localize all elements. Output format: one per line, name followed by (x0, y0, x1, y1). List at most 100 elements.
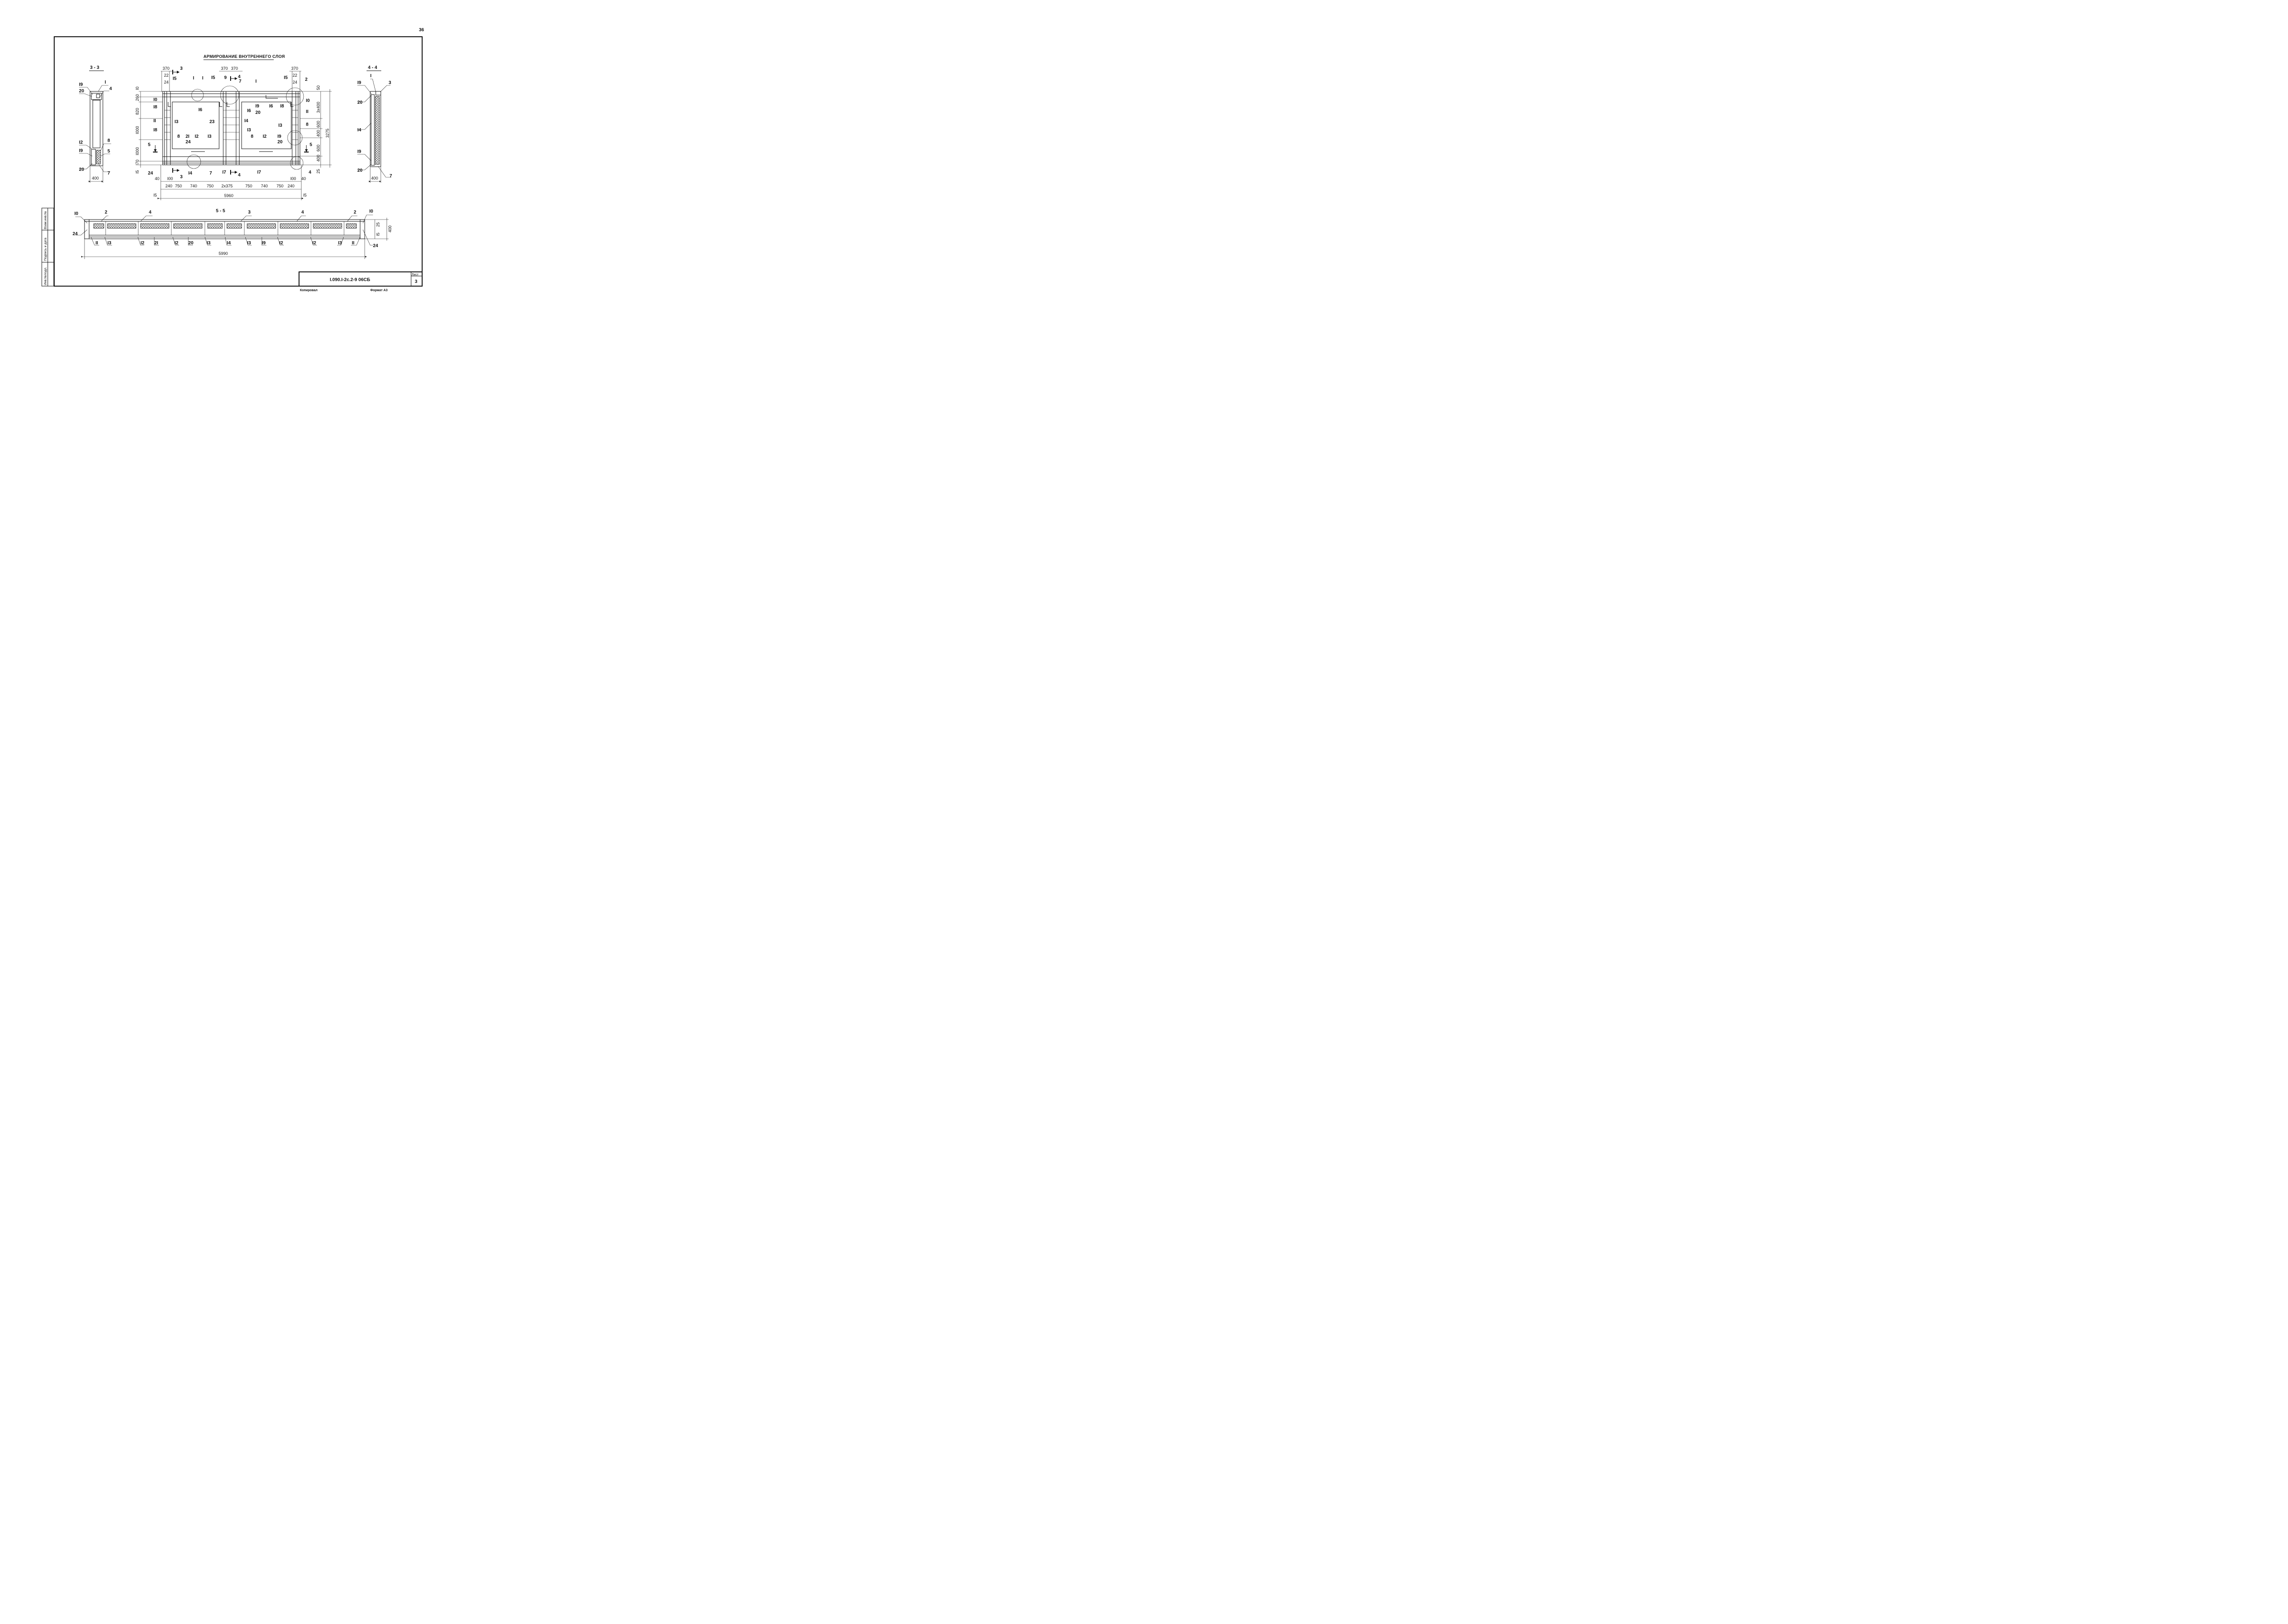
svg-text:20: 20 (255, 110, 261, 115)
svg-text:I3: I3 (107, 241, 112, 246)
svg-text:I0: I0 (135, 86, 140, 90)
svg-text:3: 3 (180, 66, 183, 71)
svg-text:I000: I000 (135, 126, 140, 134)
svg-text:I9: I9 (262, 241, 266, 246)
svg-text:II: II (96, 241, 98, 246)
svg-text:4: 4 (238, 173, 241, 178)
sec55-bottom-callouts: 24 II I3 I2 2I I2 20 I3 I4 I3 I9 I2 I2 I… (73, 229, 379, 248)
sheet-label: Лист (412, 273, 419, 276)
svg-text:8: 8 (306, 122, 309, 127)
section-cut-3-top: 3 (172, 66, 183, 74)
svg-text:740: 740 (190, 184, 197, 188)
s33-label-5: I2 (79, 140, 83, 145)
svg-text:I4: I4 (244, 118, 249, 124)
sec55-height-total: 400 (388, 226, 392, 232)
svg-text:II: II (352, 241, 355, 246)
s44-label-4: 20 (357, 100, 363, 105)
svg-text:240: 240 (288, 184, 294, 188)
svg-text:23: 23 (209, 119, 215, 124)
svg-text:22: 22 (293, 73, 297, 78)
svg-text:I0: I0 (369, 209, 373, 214)
svg-text:20: 20 (188, 241, 194, 246)
section-cut-5-left: 5 (148, 142, 158, 152)
svg-text:I0: I0 (306, 98, 310, 103)
svg-text:5: 5 (310, 142, 312, 147)
svg-text:370: 370 (291, 66, 298, 71)
s44-label-8: 7 (390, 174, 392, 179)
side-strip-sign: Подпись и дата (44, 238, 47, 261)
svg-text:I3: I3 (278, 123, 282, 128)
svg-text:I: I (193, 76, 194, 81)
svg-text:I: I (255, 79, 257, 84)
svg-text:9: 9 (224, 75, 227, 80)
insulation-blocks (93, 223, 357, 229)
svg-text:600: 600 (316, 121, 321, 128)
section-5-5: 5 - 5 (73, 209, 392, 259)
svg-text:I2: I2 (312, 241, 316, 246)
svg-text:750: 750 (245, 184, 252, 188)
svg-text:8: 8 (177, 134, 180, 139)
svg-text:I: I (202, 76, 203, 81)
svg-text:820: 820 (135, 108, 140, 115)
side-strip: Взам.инв.№ Подпись и дата Инв.№подл. (41, 208, 54, 287)
svg-text:I4: I4 (227, 241, 231, 246)
svg-text:400: 400 (316, 130, 321, 137)
svg-text:I2: I2 (195, 134, 199, 139)
footer-format: Формат А3 (370, 289, 388, 292)
svg-text:2x375: 2x375 (221, 184, 233, 188)
svg-text:2: 2 (105, 210, 107, 215)
svg-text:I5: I5 (303, 193, 307, 197)
svg-text:I00: I00 (167, 176, 173, 181)
svg-text:40: 40 (155, 176, 159, 181)
svg-text:740: 740 (261, 184, 268, 188)
svg-text:24: 24 (164, 80, 169, 85)
section-3-3-label: 3 - 3 (90, 65, 99, 70)
svg-text:I2: I2 (175, 241, 179, 246)
svg-text:I0: I0 (153, 97, 158, 102)
s33-label-4: 4 (109, 86, 112, 91)
svg-text:2I: 2I (186, 134, 190, 139)
svg-text:I6: I6 (247, 108, 251, 113)
plan-overall-width: 5960 (224, 193, 233, 198)
svg-text:3: 3 (248, 210, 251, 215)
plan-top-dims: 370 370 370 370 22 24 22 24 (161, 66, 301, 92)
s44-label-7: 20 (357, 168, 363, 173)
s33-label-7: I9 (79, 148, 83, 153)
section-cut-3-bottom: 3 (172, 168, 183, 180)
svg-text:7: 7 (209, 171, 212, 176)
svg-text:I3: I3 (175, 119, 179, 124)
plan-right-dims: 50 3x400 600 400 600 400 25 3275 (300, 85, 332, 174)
pier-stirrups (164, 110, 298, 140)
svg-text:I3: I3 (338, 241, 342, 246)
svg-text:I7: I7 (257, 170, 261, 175)
svg-text:I6: I6 (198, 107, 203, 113)
svg-text:I3: I3 (207, 241, 211, 246)
svg-text:I5: I5 (211, 75, 215, 80)
detail-circle (186, 154, 201, 169)
s33-label-1: I (105, 80, 106, 85)
svg-text:40: 40 (301, 176, 306, 181)
svg-text:I8: I8 (280, 104, 284, 109)
svg-text:25: 25 (316, 169, 321, 174)
s44-label-2: I9 (357, 80, 362, 85)
section-4-4: 4 - 4 I I9 3 20 I4 I9 20 7 400 (357, 65, 392, 183)
s33-label-8: 5 (107, 149, 110, 154)
svg-text:370: 370 (221, 66, 228, 71)
svg-text:I3: I3 (247, 128, 251, 133)
svg-text:4: 4 (301, 210, 304, 215)
svg-text:2I: 2I (154, 241, 158, 246)
svg-text:370: 370 (163, 66, 169, 71)
svg-text:24: 24 (293, 80, 297, 85)
detail-circle (220, 85, 239, 105)
svg-text:II: II (153, 118, 156, 124)
svg-text:I6: I6 (269, 104, 273, 109)
svg-text:750: 750 (277, 184, 283, 188)
page-number: 36 (419, 28, 424, 33)
svg-text:240: 240 (165, 184, 172, 188)
svg-text:I000: I000 (135, 147, 140, 155)
svg-text:I70: I70 (135, 159, 140, 165)
footer-copied: Копировал (300, 289, 317, 292)
svg-text:I5: I5 (376, 232, 380, 236)
sec55-overall-width: 5990 (219, 251, 228, 256)
svg-text:I0: I0 (74, 211, 79, 216)
